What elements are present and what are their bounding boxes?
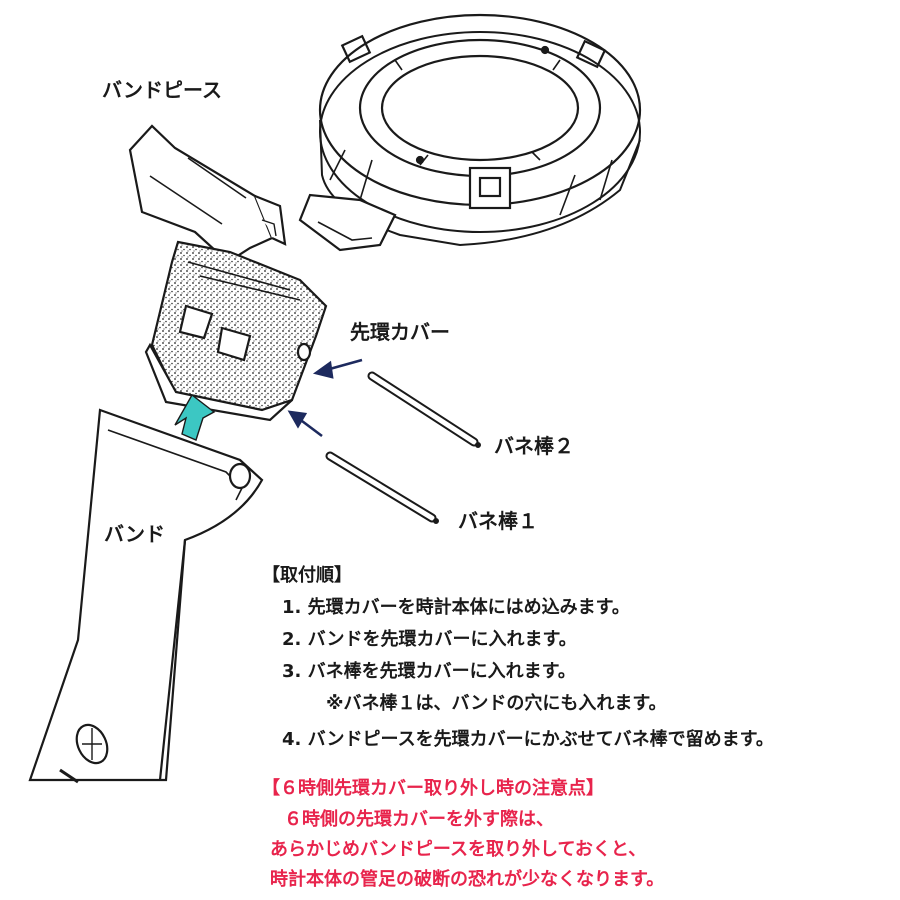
- warning-line-1: ６時側の先環カバーを外す際は、: [284, 809, 554, 830]
- teal-up-arrow-icon: [174, 393, 216, 441]
- spring-bar-1-illustration: [325, 451, 439, 524]
- watch-case-illustration: [298, 13, 642, 252]
- procedure-step-2: 2. バンドを先環カバーに入れます。: [282, 629, 577, 650]
- warning-line-2: あらかじめバンドピースを取り外しておくと、: [270, 839, 647, 860]
- end-cover-label: 先環カバー: [350, 320, 450, 344]
- navy-arrow-icon: [287, 358, 363, 438]
- band-piece-label: バンドピース: [102, 78, 222, 102]
- warning-heading: 【６時側先環カバー取り外し時の注意点】: [262, 778, 604, 799]
- band-illustration: [28, 408, 264, 784]
- end-cover-illustration: [144, 240, 328, 422]
- procedure-step-3: 3. バネ棒を先環カバーに入れます。: [282, 661, 576, 682]
- band-piece-illustration: [128, 124, 287, 264]
- warning-line-3: 時計本体の管足の破断の恐れが少なくなります。: [270, 869, 665, 890]
- procedure-heading: 【取付順】: [262, 565, 352, 586]
- band-label: バンド: [104, 522, 165, 546]
- spring-bar-1-label: バネ棒１: [458, 509, 538, 533]
- procedure-note: ※バネ棒１は、バンドの穴にも入れます。: [326, 693, 667, 714]
- spring-bar-2-illustration: [367, 371, 481, 448]
- procedure-step-4: 4. バンドピースを先環カバーにかぶせてバネ棒で留めます。: [282, 729, 774, 750]
- procedure-step-1: 1. 先環カバーを時計本体にはめ込みます。: [282, 597, 630, 618]
- spring-bar-2-label: バネ棒２: [494, 434, 574, 458]
